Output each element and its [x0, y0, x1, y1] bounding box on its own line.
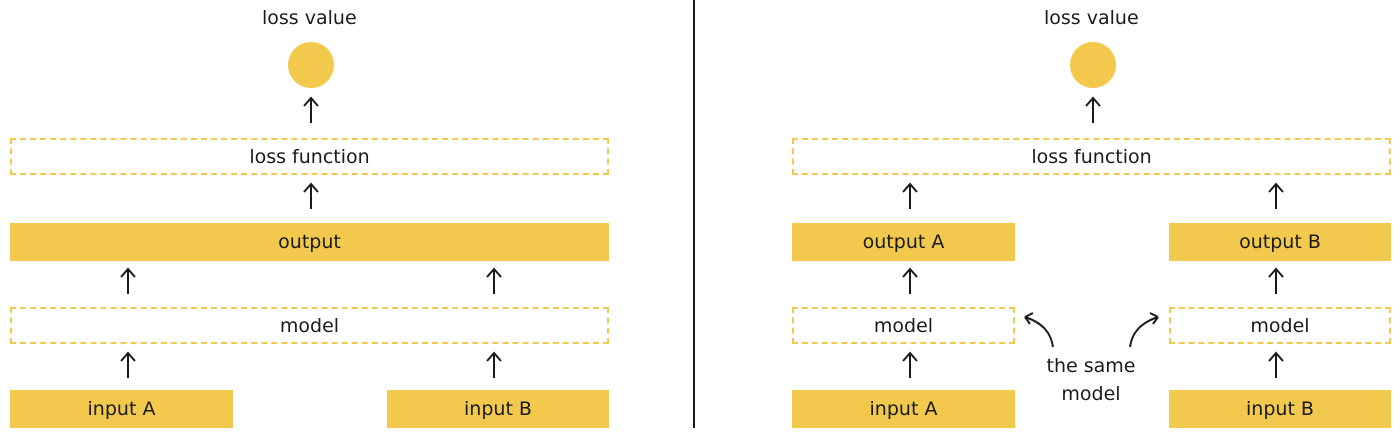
- right-loss-value-label: loss value: [1044, 7, 1139, 29]
- right-model-b-label: model: [1250, 314, 1310, 337]
- right-arrow-output-b-to-lossfn: [1268, 182, 1284, 209]
- right-loss-function-label: loss function: [1031, 145, 1152, 168]
- left-arrow-lossfn-to-value: [303, 96, 319, 123]
- same-model-note-line2: model: [1061, 383, 1121, 405]
- left-model-box: model: [10, 307, 609, 344]
- same-model-note: the same model: [1026, 352, 1156, 408]
- left-arrow-input-b-to-model: [486, 351, 502, 378]
- left-arrow-model-to-output-a: [120, 267, 136, 294]
- right-output-a-box: output A: [792, 223, 1015, 261]
- right-arrow-input-b-to-model-b: [1268, 351, 1284, 378]
- right-model-b-box: model: [1169, 307, 1391, 344]
- right-model-a-box: model: [792, 307, 1015, 344]
- right-arrow-lossfn-to-value: [1085, 96, 1101, 123]
- right-model-a-label: model: [873, 314, 934, 337]
- left-output-label: output: [278, 231, 341, 253]
- left-input-a-label: input A: [87, 398, 156, 420]
- right-input-b-label: input B: [1246, 398, 1314, 420]
- left-arrow-input-a-to-model: [120, 351, 136, 378]
- right-input-a-box: input A: [792, 390, 1015, 428]
- left-model-label: model: [279, 314, 340, 337]
- right-arrow-input-a-to-model-a: [902, 351, 918, 378]
- left-loss-value-node: [288, 42, 334, 88]
- right-arrow-output-a-to-lossfn: [902, 182, 918, 209]
- right-input-b-box: input B: [1169, 390, 1391, 428]
- right-output-a-label: output A: [862, 231, 945, 253]
- same-model-curved-arrow-left: [1024, 312, 1054, 348]
- right-loss-function-box: loss function: [792, 138, 1391, 175]
- left-loss-value-label: loss value: [262, 7, 357, 29]
- left-arrow-output-to-lossfn: [303, 182, 319, 209]
- right-arrow-model-b-to-output-b: [1268, 267, 1284, 294]
- right-arrow-model-a-to-output-a: [902, 267, 918, 294]
- right-output-b-label: output B: [1239, 231, 1321, 253]
- same-model-note-line1: the same: [1046, 355, 1136, 377]
- left-output-box: output: [10, 223, 609, 261]
- left-input-b-box: input B: [387, 390, 609, 428]
- right-loss-value-node: [1070, 42, 1116, 88]
- same-model-curved-arrow-right: [1129, 312, 1159, 348]
- panel-divider: [693, 0, 695, 428]
- left-input-a-box: input A: [10, 390, 233, 428]
- left-loss-function-label: loss function: [249, 145, 370, 168]
- right-output-b-box: output B: [1169, 223, 1391, 261]
- right-input-a-label: input A: [869, 398, 938, 420]
- left-arrow-model-to-output-b: [486, 267, 502, 294]
- left-loss-function-box: loss function: [10, 138, 609, 175]
- left-input-b-label: input B: [464, 398, 532, 420]
